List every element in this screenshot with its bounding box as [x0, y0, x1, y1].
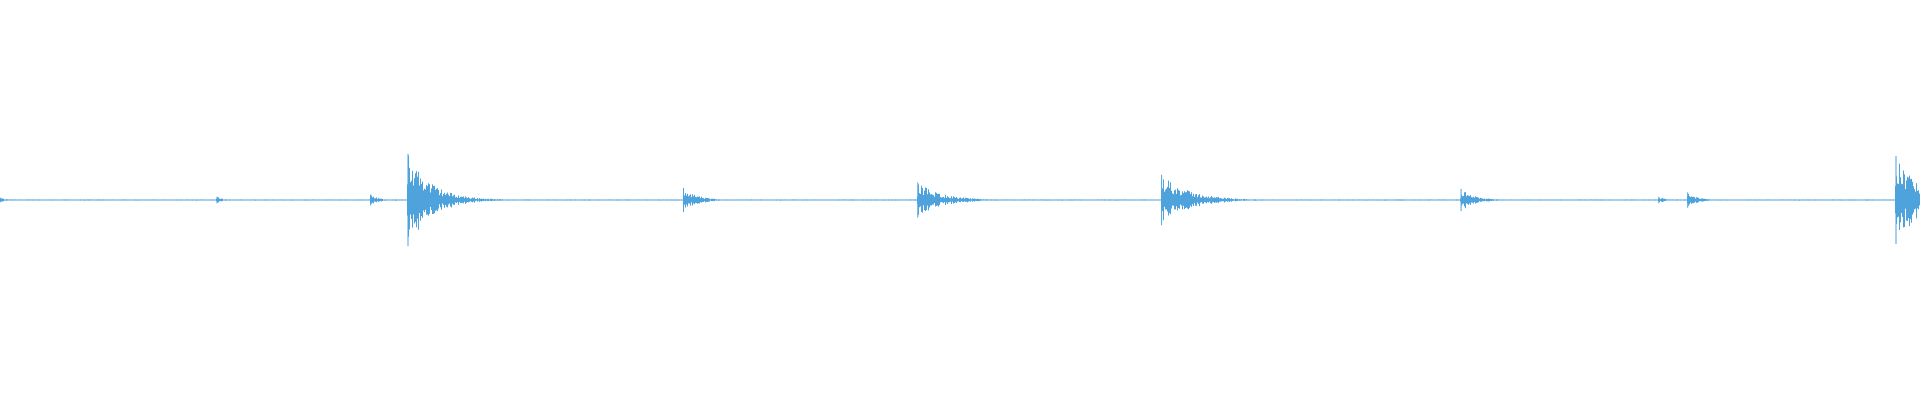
- waveform-transient-8: [1658, 196, 1660, 204]
- waveform-transient-9: [1687, 192, 1689, 208]
- waveform-transient-0: [0, 197, 1, 203]
- waveform-transient-10: [1895, 156, 1897, 244]
- waveform-transient-4: [683, 187, 684, 213]
- waveform-transient-6: [1161, 174, 1163, 226]
- waveform-series: [0, 155, 1920, 237]
- waveform-transient-3: [407, 153, 409, 247]
- waveform-transient-5: [917, 182, 919, 218]
- waveform-transient-7: [1460, 189, 1462, 211]
- waveform-transient-2: [370, 194, 372, 206]
- waveform-transient-1: [216, 196, 218, 204]
